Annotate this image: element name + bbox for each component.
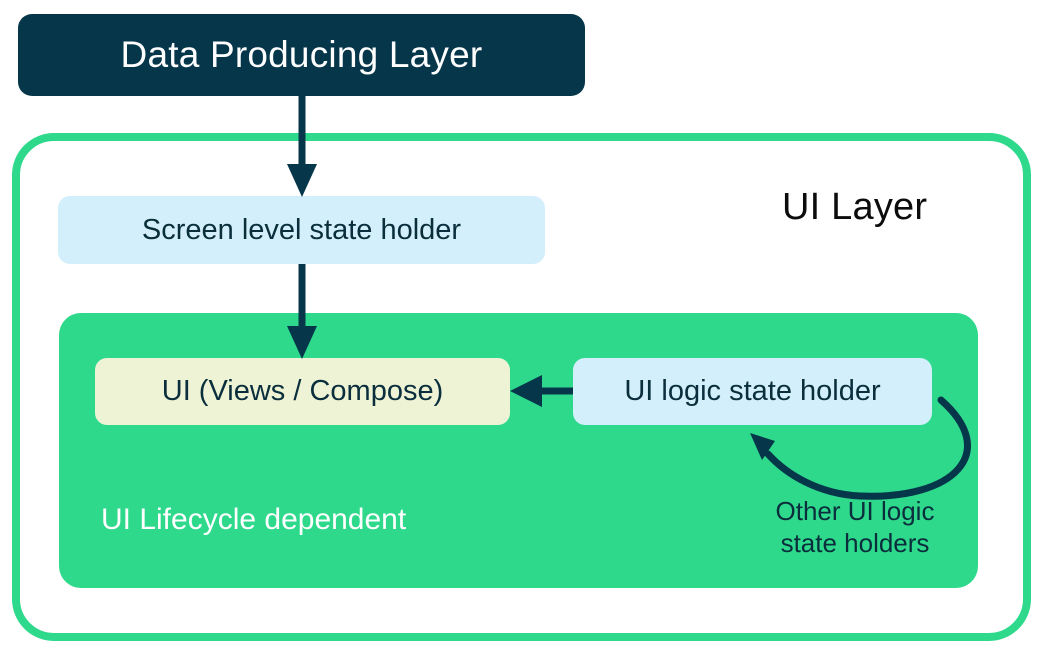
ui-layer-container	[12, 133, 1031, 641]
ui-views-compose-label: UI (Views / Compose)	[161, 375, 444, 407]
other-ui-logic-state-holders-label: Other UI logic state holders	[775, 496, 935, 558]
screen-level-state-holder-label: Screen level state holder	[141, 213, 462, 246]
ui-lifecycle-dependent-label: UI Lifecycle dependent	[101, 503, 407, 536]
screen-level-state-holder-box: Screen level state holder	[58, 196, 545, 264]
ui-logic-state-holder-box: UI logic state holder	[573, 358, 932, 425]
data-producing-layer-box: Data Producing Layer	[18, 14, 585, 96]
ui-layer-title: UI Layer	[782, 186, 928, 228]
ui-views-compose-box: UI (Views / Compose)	[95, 358, 510, 425]
ui-logic-state-holder-label: UI logic state holder	[624, 375, 881, 407]
data-producing-layer-label: Data Producing Layer	[120, 34, 483, 75]
